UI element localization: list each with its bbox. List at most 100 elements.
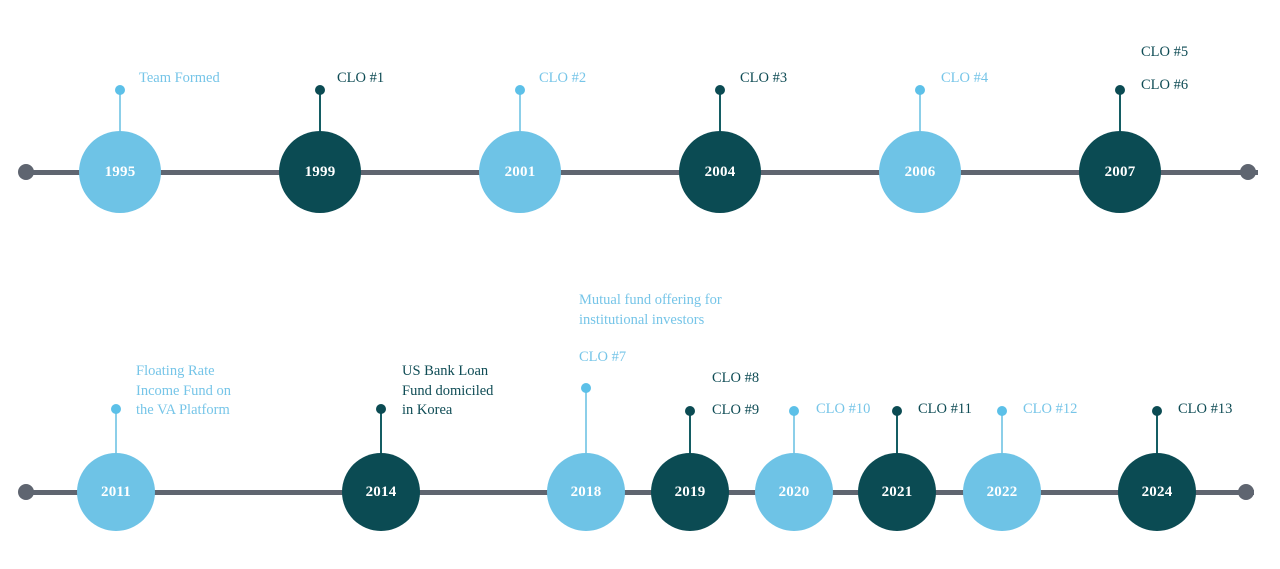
timeline-stem-2001 — [519, 92, 521, 139]
timeline-stem-dot-2024 — [1152, 406, 1162, 416]
timeline-label-line: CLO #6 — [1141, 77, 1189, 93]
timeline-stem-1999 — [319, 92, 321, 139]
timeline-label-line: Mutual fund offering for — [579, 292, 722, 308]
timeline-node-year-label: 2018 — [570, 483, 602, 500]
timeline-stem-2024 — [1156, 415, 1158, 461]
timeline-stem-2004 — [719, 92, 721, 139]
timeline-stem-2014 — [380, 412, 382, 461]
timeline-label-line: CLO #11 — [918, 401, 972, 417]
timeline-row-1: 1995 Team Formed 1999 CLO #1 2001 CLO #2 2004 C… — [0, 0, 1280, 260]
timeline-node-1995[interactable]: 1995 — [79, 131, 161, 213]
timeline-label-line: CLO #3 — [740, 70, 788, 86]
timeline-axis-cap-right — [1238, 484, 1254, 500]
timeline-label-line: Fund domiciled — [402, 382, 494, 399]
timeline-node-year-label: 2014 — [365, 483, 397, 500]
timeline-node-year-label: 2019 — [674, 483, 706, 500]
timeline-node-year-label: 2022 — [986, 483, 1018, 500]
timeline-label-2004: CLO #3 — [740, 69, 787, 89]
timeline-node-year-label: 2024 — [1141, 483, 1173, 500]
timeline-label-line: CLO #9 — [712, 402, 760, 418]
timeline-stem-dot-2011 — [111, 404, 121, 414]
timeline-label-2021: CLO #11 — [918, 400, 972, 420]
timeline-label-line: CLO #5 — [1141, 44, 1189, 60]
timeline-node-2024[interactable]: 2024 — [1118, 453, 1196, 531]
timeline-stem-1995 — [119, 92, 121, 139]
timeline-stem-2018 — [585, 390, 587, 461]
timeline-stem-2020 — [793, 415, 795, 461]
timeline-stem-dot-2014 — [376, 404, 386, 414]
timeline-stem-dot-2004 — [715, 85, 725, 95]
timeline-node-2011[interactable]: 2011 — [77, 453, 155, 531]
timeline-stem-2007 — [1119, 92, 1121, 139]
timeline-stem-dot-2007 — [1115, 85, 1125, 95]
timeline-axis-cap-right — [1240, 164, 1256, 180]
timeline-node-2020[interactable]: 2020 — [755, 453, 833, 531]
timeline-axis-cap-left — [18, 164, 34, 180]
timeline-stem-2019 — [689, 415, 691, 461]
timeline-label-1995: Team Formed — [139, 69, 220, 89]
timeline-label-line: US Bank Loan — [402, 363, 489, 379]
timeline-label-2022: CLO #12 — [1023, 400, 1077, 420]
timeline-node-year-label: 2020 — [778, 483, 810, 500]
timeline-label-2006: CLO #4 — [941, 69, 988, 89]
timeline-node-year-label: 2001 — [504, 163, 536, 180]
timeline-label-line: Income Fund on — [136, 382, 232, 399]
timeline-stem-dot-2022 — [997, 406, 1007, 416]
timeline-label-line: CLO #8 — [712, 370, 760, 386]
timeline-node-2004[interactable]: 2004 — [679, 131, 761, 213]
timeline-stem-dot-2006 — [915, 85, 925, 95]
timeline-stem-2021 — [896, 415, 898, 461]
timeline-axis-cap-left — [18, 484, 34, 500]
timeline-label-line: CLO #1 — [337, 70, 385, 86]
timeline-axis-line — [22, 490, 1254, 495]
timeline-axis-line — [22, 170, 1258, 175]
timeline-node-2018[interactable]: 2018 — [547, 453, 625, 531]
timeline-node-1999[interactable]: 1999 — [279, 131, 361, 213]
timeline-label-line: institutional investors — [579, 311, 705, 328]
timeline-label-1999: CLO #1 — [337, 69, 384, 89]
timeline-stem-dot-2021 — [892, 406, 902, 416]
timeline-label-line: CLO #13 — [1178, 401, 1233, 417]
timeline-label-line: the VA Platform — [136, 402, 230, 418]
timeline-node-year-label: 1999 — [304, 163, 336, 180]
timeline-label-2024: CLO #13 — [1178, 400, 1232, 420]
timeline-node-year-label: 2011 — [101, 483, 131, 500]
timeline-node-2021[interactable]: 2021 — [858, 453, 936, 531]
timeline-node-2022[interactable]: 2022 — [963, 453, 1041, 531]
timeline-label-2018: Mutual fund offering for institutional in… — [579, 291, 722, 330]
timeline-node-2019[interactable]: 2019 — [651, 453, 729, 531]
timeline-node-2006[interactable]: 2006 — [879, 131, 961, 213]
timeline-node-2007[interactable]: 2007 — [1079, 131, 1161, 213]
timeline-label-line: CLO #7 — [579, 349, 627, 365]
timeline-node-2014[interactable]: 2014 — [342, 453, 420, 531]
timeline-node-year-label: 1995 — [104, 163, 136, 180]
timeline-label-line: CLO #10 — [816, 401, 871, 417]
timeline-label-line: CLO #12 — [1023, 401, 1078, 417]
timeline-label-2018-secondary: CLO #7 — [579, 348, 626, 368]
timeline-label-2007: CLO #5 CLO #6 — [1141, 36, 1188, 102]
timeline-node-year-label: 2004 — [704, 163, 736, 180]
timeline-stem-dot-1995 — [115, 85, 125, 95]
timeline-label-line: Team Formed — [139, 70, 220, 86]
timeline-node-2001[interactable]: 2001 — [479, 131, 561, 213]
timeline-label-line: in Korea — [402, 402, 453, 418]
timeline-stem-dot-2018 — [581, 383, 591, 393]
timeline-label-line: CLO #2 — [539, 70, 587, 86]
timeline-label-line: CLO #4 — [941, 70, 989, 86]
timeline-label-2020: CLO #10 — [816, 400, 870, 420]
timeline-node-year-label: 2021 — [881, 483, 913, 500]
timeline-stem-dot-2001 — [515, 85, 525, 95]
timeline-stem-2006 — [919, 92, 921, 139]
timeline-label-2001: CLO #2 — [539, 69, 586, 89]
timeline-stem-dot-1999 — [315, 85, 325, 95]
timeline-node-year-label: 2006 — [904, 163, 936, 180]
timeline-stem-2011 — [115, 412, 117, 461]
timeline-label-line: Floating Rate — [136, 363, 215, 379]
timeline-stem-dot-2019 — [685, 406, 695, 416]
timeline-stem-dot-2020 — [789, 406, 799, 416]
timeline-stem-2022 — [1001, 415, 1003, 461]
